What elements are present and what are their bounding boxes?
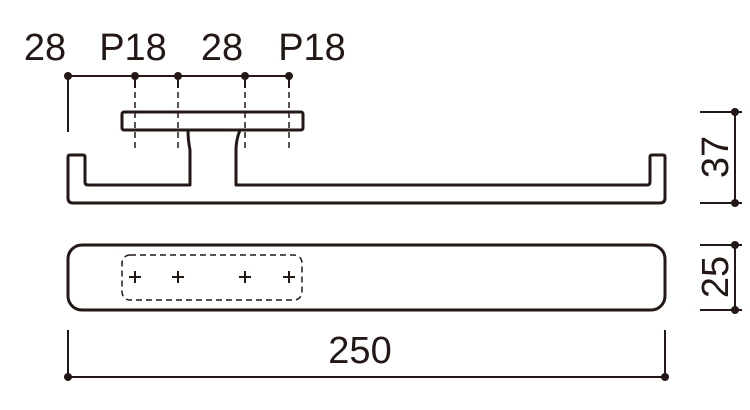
width-dimension bbox=[64, 330, 669, 381]
depth-dimension bbox=[700, 241, 742, 314]
dim-label-28-a: 28 bbox=[24, 27, 66, 69]
dim-label-height: 37 bbox=[695, 136, 737, 178]
plan-view bbox=[66, 243, 667, 312]
dim-label-width: 250 bbox=[328, 330, 391, 372]
dim-label-p18-a: P18 bbox=[99, 27, 167, 69]
mounting-hole-marks bbox=[129, 271, 295, 283]
top-dimension-line bbox=[64, 72, 293, 132]
dim-label-28-b: 28 bbox=[201, 27, 243, 69]
side-view bbox=[66, 92, 667, 205]
height-dimension bbox=[700, 108, 742, 207]
dim-label-depth: 25 bbox=[695, 256, 737, 298]
dim-label-p18-b: P18 bbox=[278, 27, 346, 69]
